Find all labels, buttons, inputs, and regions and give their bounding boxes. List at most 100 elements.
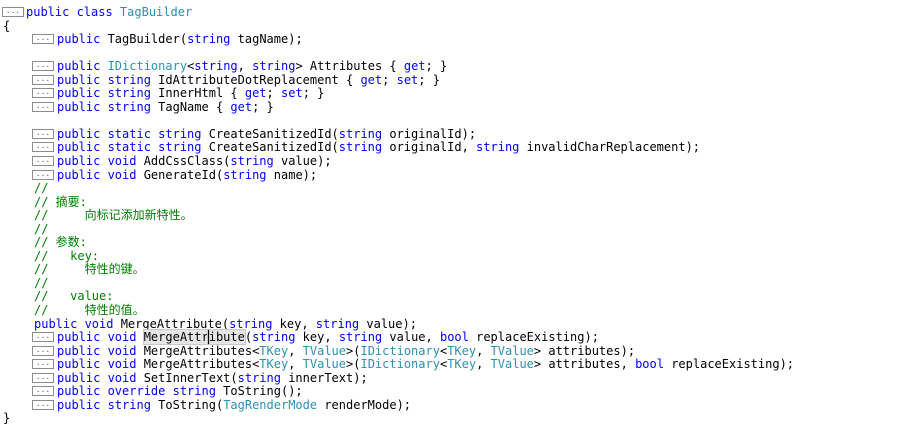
code-token: TValue <box>302 343 347 358</box>
code-token: TagName { <box>158 99 231 114</box>
code-line[interactable]: ...public IDictionary<string, string> At… <box>0 59 901 74</box>
code-text: public void GenerateId(string name); <box>57 168 317 183</box>
code-token: TValue <box>490 357 534 372</box>
code-token: public override string <box>57 384 224 399</box>
code-token: public void <box>57 370 144 385</box>
code-token: public string <box>57 86 159 101</box>
code-token: >( <box>346 343 361 358</box>
collapse-marker-icon[interactable]: ... <box>32 34 54 45</box>
code-token: originalId); <box>382 126 477 141</box>
code-line[interactable]: // 特性的值。 <box>0 303 901 318</box>
code-line[interactable]: ...public void GenerateId(string name); <box>0 168 901 183</box>
code-token: IDictionary <box>360 343 440 358</box>
code-token: > attributes, <box>533 357 636 372</box>
code-token: public void <box>34 316 121 331</box>
doc-comment: // value: <box>34 289 114 304</box>
code-line[interactable]: ...public string IdAttributeDotReplaceme… <box>0 72 901 88</box>
code-line[interactable]: ...public TagBuilder(string tagName); <box>0 32 901 47</box>
code-line[interactable]: ...public string InnerHtml { get; set; } <box>0 87 901 101</box>
code-text: public static string CreateSanitizedId(s… <box>57 126 477 142</box>
code-line[interactable]: ...public class TagBuilder <box>0 5 901 20</box>
code-line[interactable]: public void MergeAttribute(string key, s… <box>0 316 901 332</box>
collapse-marker-icon[interactable]: ... <box>32 61 54 72</box>
code-line[interactable]: ...public void MergeAttributes<TKey, TVa… <box>0 357 901 372</box>
code-token: string <box>194 59 238 74</box>
collapse-marker-icon[interactable]: ... <box>32 399 54 410</box>
code-line[interactable]: ...public override string ToString(); <box>0 385 901 399</box>
collapse-marker-icon[interactable]: ... <box>32 101 54 112</box>
code-token: ibute <box>206 329 246 346</box>
code-token: string <box>187 32 231 47</box>
collapse-marker-icon[interactable]: ... <box>32 169 54 180</box>
code-token: < <box>187 59 195 74</box>
code-line[interactable]: ...public static string CreateSanitizedI… <box>0 126 901 142</box>
code-token: AddCssClass( <box>143 154 231 169</box>
code-token: >( <box>346 357 361 372</box>
code-line[interactable]: // 特性的键。 <box>0 263 901 277</box>
code-token: string <box>237 370 281 385</box>
code-token: SetInnerText( <box>143 370 238 385</box>
code-line[interactable]: ...public void SetInnerText(string inner… <box>0 370 901 386</box>
code-token: MergeAttributes< <box>143 357 260 372</box>
code-token: key, <box>295 330 339 345</box>
collapse-marker-icon[interactable]: ... <box>32 128 54 139</box>
code-token: string <box>230 154 274 169</box>
code-line[interactable]: // <box>0 276 901 291</box>
code-line[interactable]: } <box>0 412 901 426</box>
code-token: IdAttributeDotReplacement { <box>158 72 361 87</box>
doc-comment: // 特性的值。 <box>34 303 145 318</box>
code-token: ToString(); <box>223 384 303 399</box>
collapse-marker-icon[interactable]: ... <box>32 359 54 370</box>
collapse-marker-icon[interactable]: ... <box>32 156 54 167</box>
code-line[interactable]: // 参数: <box>0 236 901 250</box>
collapse-marker-icon[interactable]: ... <box>32 386 54 397</box>
code-token: value, <box>382 330 440 345</box>
collapse-marker-icon[interactable]: ... <box>2 7 24 17</box>
doc-comment: // 特性的键。 <box>34 262 145 277</box>
code-line[interactable]: // <box>0 222 901 237</box>
collapse-marker-icon[interactable]: ... <box>32 332 54 343</box>
code-token: tagName); <box>230 32 303 47</box>
code-line[interactable] <box>0 47 901 61</box>
code-token: public string <box>57 99 159 114</box>
code-token: get <box>360 72 383 87</box>
code-text: public void SetInnerText(string innerTex… <box>57 370 368 386</box>
code-token: , <box>476 343 491 358</box>
code-line[interactable]: // 摘要: <box>0 195 901 210</box>
code-line[interactable]: ...public static string CreateSanitizedI… <box>0 141 901 155</box>
code-line[interactable]: { <box>0 19 901 34</box>
code-token: IDictionary <box>107 59 188 74</box>
code-line[interactable]: ...public void MergeAttribute(string key… <box>0 329 901 346</box>
collapse-marker-icon[interactable]: ... <box>32 88 54 99</box>
collapse-marker-icon[interactable]: ... <box>32 74 54 85</box>
code-token: ; } <box>302 86 325 101</box>
code-token: TValue <box>490 343 534 358</box>
code-token: bool <box>439 330 469 345</box>
code-token: public string <box>57 397 159 412</box>
code-token: value); <box>273 154 332 169</box>
code-token: string <box>338 140 383 155</box>
code-token: CreateSanitizedId( <box>208 126 339 141</box>
code-token: string <box>476 140 520 155</box>
code-text: public void MergeAttributes<TKey, TValue… <box>57 357 794 372</box>
code-line[interactable]: // value: <box>0 290 901 304</box>
code-token: innerText); <box>280 370 368 385</box>
code-token: get <box>403 59 426 74</box>
collapse-marker-icon[interactable]: ... <box>32 142 54 153</box>
collapse-marker-icon[interactable]: ... <box>32 345 54 356</box>
code-token: set <box>396 72 419 87</box>
code-line[interactable]: ...public string TagName { get; } <box>0 99 901 115</box>
code-text: public static string CreateSanitizedId(s… <box>57 141 700 155</box>
code-line[interactable]: // <box>0 182 901 196</box>
code-token: < <box>439 357 448 372</box>
code-text: public string TagName { get; } <box>57 99 274 115</box>
collapse-marker-icon[interactable]: ... <box>32 372 54 383</box>
code-line[interactable]: ...public void AddCssClass(string value)… <box>0 154 901 169</box>
code-line[interactable]: // 向标记添加新特性。 <box>0 209 901 223</box>
doc-comment: // <box>34 181 49 196</box>
code-line[interactable] <box>0 114 901 128</box>
code-line[interactable]: // key: <box>0 249 901 264</box>
code-line[interactable]: ...public void MergeAttributes<TKey, TVa… <box>0 343 901 359</box>
code-line[interactable]: ...public string ToString(TagRenderMode … <box>0 397 901 413</box>
